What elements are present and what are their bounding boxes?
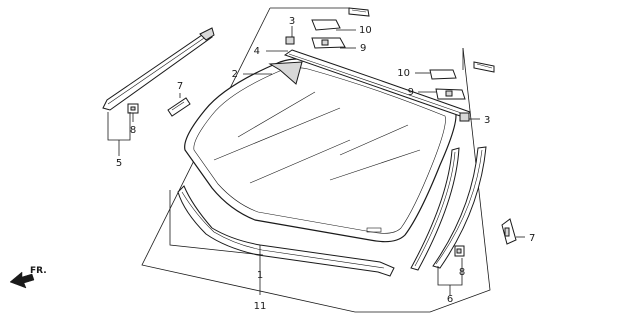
callout-9-top: 9 <box>360 43 366 54</box>
callout-7-left: 7 <box>177 81 183 92</box>
callout-10-top: 10 <box>359 25 372 36</box>
seal-piece-right <box>473 61 495 73</box>
callout-3-top: 3 <box>289 16 295 27</box>
callout-8-right: 8 <box>459 267 465 278</box>
callout-10-right: 10 <box>397 68 410 79</box>
callout-9-right: 9 <box>408 87 414 98</box>
callout-6: 6 <box>447 294 453 305</box>
callout-11: 11 <box>254 301 267 312</box>
left-clip-8 <box>127 103 139 114</box>
windshield-dam-seal <box>177 185 395 277</box>
callout-5: 5 <box>116 158 122 169</box>
callout-7-right: 7 <box>529 233 535 244</box>
windshield-glass <box>184 58 457 243</box>
front-direction-arrow-icon <box>9 271 35 289</box>
callout-8-left: 8 <box>130 125 136 136</box>
right-pillar-garnish <box>432 146 487 269</box>
clip-10-right <box>429 69 457 80</box>
front-direction-label: FR. <box>30 266 47 276</box>
top-molding <box>283 49 471 119</box>
clip-9-right <box>435 88 466 100</box>
clip-10-top <box>311 19 341 31</box>
callout-2: 2 <box>232 69 238 80</box>
nut-3-top <box>285 36 295 45</box>
right-side-molding-inner <box>410 147 460 271</box>
left-pillar-garnish <box>102 27 215 111</box>
left-bracket-7 <box>167 97 191 117</box>
bracket-1-left <box>169 190 264 256</box>
clip-9-top <box>311 37 346 49</box>
nut-3-right <box>459 112 470 122</box>
right-bracket-7 <box>501 218 517 245</box>
callout-1: 1 <box>257 270 263 281</box>
callout-4: 4 <box>254 46 260 57</box>
bracket-5-line <box>107 112 131 141</box>
callout-3-right: 3 <box>484 115 490 126</box>
seal-piece-top <box>348 7 370 17</box>
right-clip-8 <box>454 245 465 257</box>
